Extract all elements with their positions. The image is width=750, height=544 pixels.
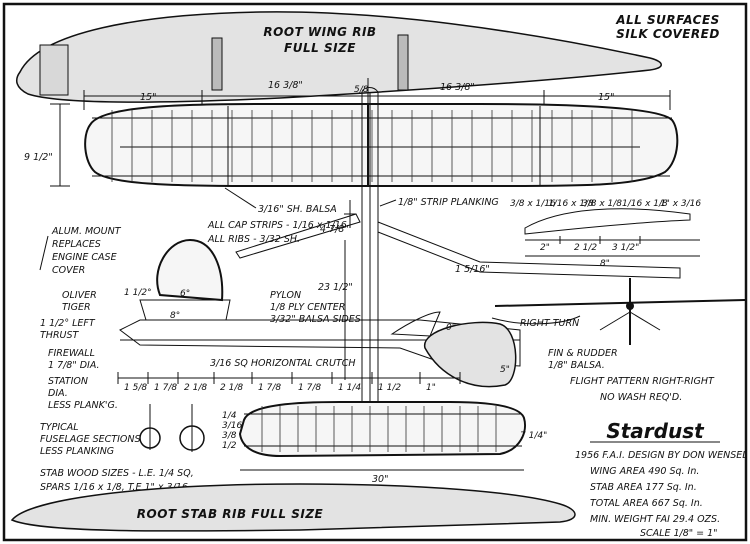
engine-1: OLIVER [62,290,97,301]
station-dimension: 1 1/2 [378,383,401,393]
pylon-angle-3: 8° [170,311,180,321]
flight-pattern-1: FLIGHT PATTERN RIGHT-RIGHT [570,376,715,387]
fin-angle: 0° [446,323,456,333]
crutch-note: 3/16 SQ HORIZONTAL CRUTCH [210,358,356,369]
station-dimension: 1 7/8 [154,383,177,393]
wing-area: WING AREA 490 Sq. In. [590,466,699,477]
wing-front-view: 1 5/16" [235,213,681,279]
dim-fin-height: 5" [500,365,510,375]
min-weight: MIN. WEIGHT FAI 29.4 OZS. [590,514,720,525]
root-stab-rib-label: ROOT STAB RIB FULL SIZE [137,507,324,521]
dim-stab-span: 30" [372,474,388,485]
rib-spacing-2: 2 1/2 [574,243,597,253]
rib-size-4: 1/16 x 1/8 [622,199,668,209]
typical-3: LESS PLANKING [40,446,114,457]
alum-mount-1: ALUM. MOUNT [51,226,122,237]
thrust-1: 1 1/2° LEFT [40,318,96,329]
station-dimension: 1 5/8 [124,383,147,393]
cap-strips-note: ALL CAP STRIPS - 1/16 x 1/16 [207,220,347,231]
firewall-1: FIREWALL [48,348,95,359]
station-dimension: 2 1/8 [184,383,207,393]
rib-size-3: 3/8 x 1/8 [582,199,622,209]
wing-plan-view: 9 1/2" [24,103,679,187]
stab-rib-size-4: 1/2 [222,441,237,451]
alum-mount-4: COVER [52,265,85,276]
typical-1: TYPICAL [40,422,79,433]
alum-mount-3: ENGINE CASE [52,252,117,263]
title: Stardust [606,419,705,443]
station-3: LESS PLANK'G. [48,400,118,411]
station-dimensions: 1 5/8 1 7/8 2 1/8 2 1/8 1 7/8 1 7/8 1 1/4 1 1/2… [118,377,460,393]
dim-tip-rise: 1 5/16" [455,264,490,275]
total-area: TOTAL AREA 667 Sq. In. [590,498,703,509]
fin-rudder-1: FIN & RUDDER [548,348,618,359]
stab-rib-size-3: 3/8 [222,431,237,441]
engine-2: TIGER [62,302,91,313]
dim-wing-chord: 9 1/2" [24,152,53,163]
pylon-angle-1: 1 1/2° [124,288,152,298]
fuselage-sections [139,404,205,452]
rib-size-2: 1/16 x 1/8 [548,199,594,209]
rear-view: RIGHT TURN [491,278,746,345]
firewall-2: 1 7/8" DIA. [48,360,100,371]
root-stab-rib: ROOT STAB RIB FULL SIZE [10,483,576,532]
station-dimension: 1 1/4 [338,383,361,393]
stab-rib-size-1: 1/4 [222,411,237,421]
alum-mount-2: REPLACES [52,239,101,250]
root-wing-rib: ROOT WING RIB FULL SIZE [15,11,662,103]
root-wing-rib-label-2: FULL SIZE [284,41,356,55]
rib-size-5: 1" x 3/16 [660,199,701,209]
rib-spacing-3: 3 1/2" [612,243,639,253]
flight-pattern-2: NO WASH REQ'D. [600,392,682,403]
rib-spacing-total: 8" [600,259,610,269]
fin-rudder-2: 1/8" BALSA. [548,360,605,371]
typical-2: FUSELAGE SECTIONS [40,434,141,445]
title-block: Stardust 1956 F.A.I. DESIGN BY DON WENSE… [575,419,748,539]
pylon-1: PYLON [270,290,301,301]
station-dimension: 1" [426,383,436,393]
right-turn-label: RIGHT TURN [520,318,579,329]
stab-area: STAB AREA 177 Sq. In. [590,482,697,493]
station-dimension: 2 1/8 [220,383,243,393]
dim-wing-tip-right: 15" [598,92,614,103]
strip-planking-note: 1/8" STRIP PLANKING [398,197,499,208]
surfaces-note-2: SILK COVERED [616,27,720,41]
dim-wing-center-right: 16 3/8" [440,82,475,93]
stab-wood-1: STAB WOOD SIZES - L.E. 1/4 SQ, [40,468,194,479]
pylon-3: 3/32" BALSA SIDES [270,314,361,325]
scale: SCALE 1/8" = 1" [640,528,718,539]
fuselage-side-view: 1 1/2° 6° 8° 0° 5" [117,238,521,388]
root-wing-rib-label-1: ROOT WING RIB [263,25,376,39]
surfaces-note-1: ALL SURFACES [615,13,720,27]
stab-wood-2: SPARS 1/16 x 1/8, T.E 1" x 3/16 [40,482,188,493]
dim-stab-chord: 7 1/4" [520,431,547,441]
dim-fuselage-length: 23 1/2" [318,282,353,293]
station-dimension: 1 7/8 [258,383,281,393]
pylon-2: 1/8 PLY CENTER [270,302,345,313]
designer: 1956 F.A.I. DESIGN BY DON WENSEL [575,450,748,461]
stab-rib-size-2: 3/16 [222,421,242,431]
rib-spacing-1: 2" [540,243,550,253]
dim-wing-center-left: 16 3/8" [268,80,303,91]
stab-plan-view: 30" 7 1/4" 1/4 3/16 3/8 1/2 [222,401,547,485]
dim-center-mark: 5/8 [354,85,369,95]
thrust-2: THRUST [40,330,80,341]
balsa-sheet-note: 3/16" SH. BALSA [258,204,337,215]
dim-wing-tip-left: 15" [140,92,156,103]
station-1: STATION [48,376,88,387]
rib-section-detail: 2" 2 1/2 3 1/2" 8" 3/8 x 1/16 1/16 x 1/8… [510,199,701,269]
rib-size-1: 3/8 x 1/16 [510,199,556,209]
station-2: DIA. [48,388,68,399]
all-ribs-note: ALL RIBS - 3/32 SH. [207,234,300,245]
station-dimension: 1 7/8 [298,383,321,393]
pylon-angle-2: 6° [180,289,190,299]
